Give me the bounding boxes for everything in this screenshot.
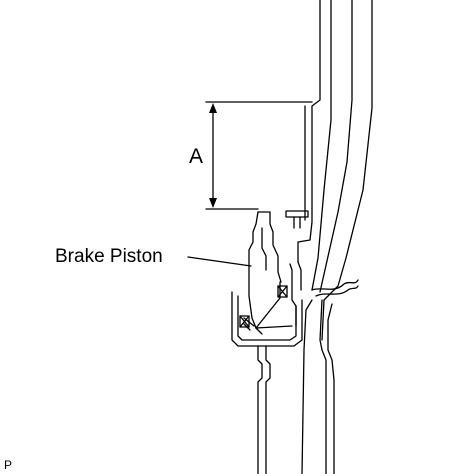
brake-piston xyxy=(248,211,297,335)
housing-wall xyxy=(297,0,321,291)
dimension-a xyxy=(205,101,313,210)
top-fitting xyxy=(285,210,309,229)
housing-lower-wall xyxy=(301,299,335,474)
dimension-arrow-bottom xyxy=(209,198,217,208)
dimension-a-label: A xyxy=(189,145,203,168)
brake-piston-leader xyxy=(187,256,252,267)
housing-frame xyxy=(311,0,373,341)
dimension-arrow-top xyxy=(209,103,217,113)
seal-rings xyxy=(239,285,288,328)
break-lines xyxy=(311,279,359,297)
figure-code: P xyxy=(4,458,12,472)
brake-piston-label: Brake Piston xyxy=(55,246,163,267)
cylinder-bore xyxy=(257,345,271,474)
